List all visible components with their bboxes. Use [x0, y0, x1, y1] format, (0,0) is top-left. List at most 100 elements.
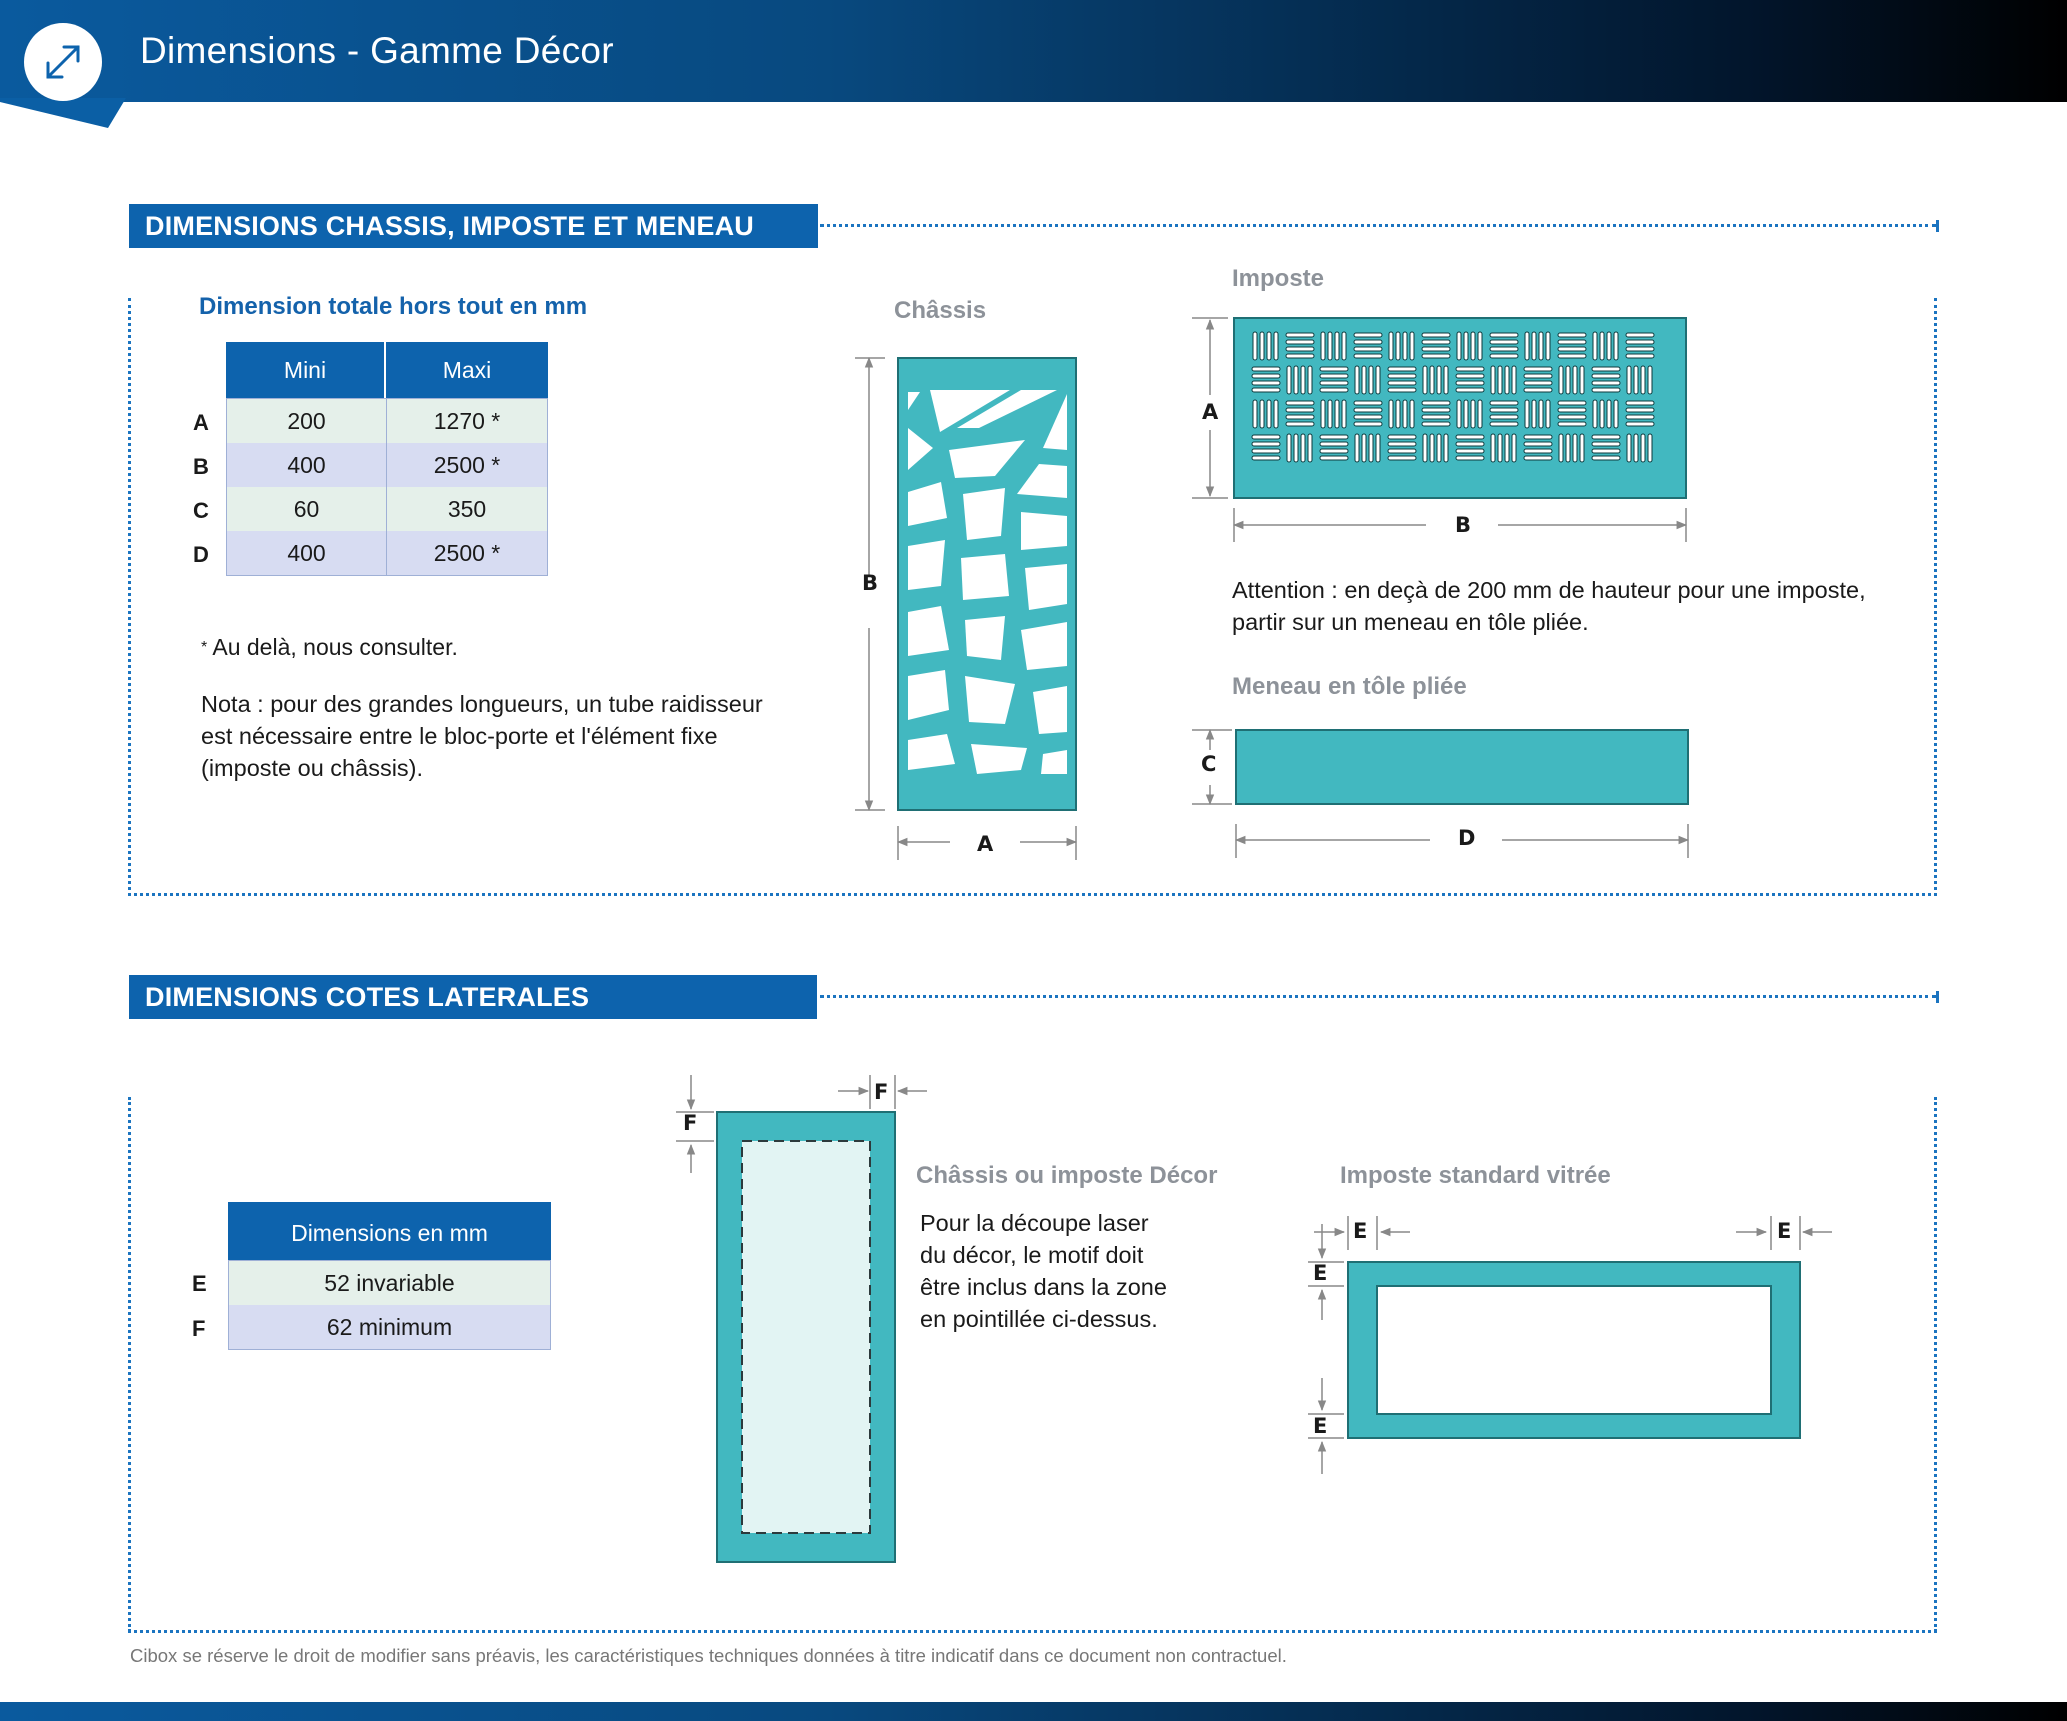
imposte-slot [1592, 331, 1598, 361]
imposte-slot [1319, 387, 1349, 393]
imposte-slot [1497, 365, 1503, 395]
section1-heading-rule [820, 224, 1936, 227]
imposte-slot [1251, 387, 1281, 393]
imposte-slot [1251, 373, 1281, 379]
imposte-slot [1319, 373, 1349, 379]
imposte-slot [1647, 365, 1653, 395]
imposte-slot [1421, 414, 1451, 420]
imposte-slot [1625, 400, 1655, 406]
imposte-slot [1572, 433, 1578, 463]
nota-line: (imposte ou châssis). [201, 755, 424, 781]
imposte-slot [1443, 365, 1449, 395]
imposte-slot [1531, 399, 1537, 429]
table-row: 200 1270 * [227, 399, 547, 443]
imposte-slot [1421, 353, 1451, 359]
imposte-slot [1455, 380, 1485, 386]
imposte-slot [1273, 331, 1279, 361]
section2-rule-end [1936, 991, 1939, 1003]
imposte-slot [1319, 455, 1349, 461]
imposte-slot [1300, 365, 1306, 395]
imposte-slot [1565, 365, 1571, 395]
imposte-slot [1613, 399, 1619, 429]
row-label: E [192, 1271, 207, 1296]
imposte-slot [1489, 332, 1519, 338]
imposte-slot [1455, 373, 1485, 379]
chassis-title: Châssis [894, 297, 987, 324]
row-label: A [193, 410, 209, 435]
imposte-slot [1353, 353, 1383, 359]
table-title: Dimension totale hors tout en mm [199, 293, 588, 320]
imposte-slot [1538, 399, 1544, 429]
section2-heading-rule [820, 995, 1936, 998]
imposte-slot [1524, 331, 1530, 361]
imposte-slot [1285, 421, 1315, 427]
imposte-slot [1591, 448, 1621, 454]
section2-frame-bottom [128, 1630, 1937, 1633]
imposte-slot [1388, 399, 1394, 429]
imposte-slot [1300, 433, 1306, 463]
vitree-title: Imposte standard vitrée [1340, 1162, 1611, 1189]
imposte-slot [1625, 414, 1655, 420]
imposte-slot [1395, 399, 1401, 429]
imposte-slot [1353, 346, 1383, 352]
imposte-slot [1504, 433, 1510, 463]
imposte-slot [1477, 331, 1483, 361]
nota-line: est nécessaire entre le bloc-porte et l'… [201, 723, 718, 749]
decor-text: Pour la découpe laser du décor, le motif… [920, 1207, 1167, 1335]
dim-label: E [1313, 1414, 1328, 1438]
nota-text: Nota : pour des grandes longueurs, un tu… [201, 688, 763, 784]
imposte-slot [1285, 414, 1315, 420]
imposte-slot [1626, 365, 1632, 395]
imposte-slot [1319, 366, 1349, 372]
imposte-slot [1557, 407, 1587, 413]
imposte-slot [1285, 346, 1315, 352]
imposte-slot [1387, 455, 1417, 461]
imposte-slot [1625, 332, 1655, 338]
imposte-slot [1353, 332, 1383, 338]
imposte-slot [1490, 433, 1496, 463]
imposte-slot [1557, 346, 1587, 352]
imposte-slot [1489, 400, 1519, 406]
imposte-slot [1523, 441, 1553, 447]
imposte-slot [1409, 331, 1415, 361]
imposte-slot [1456, 399, 1462, 429]
imposte-slot [1456, 331, 1462, 361]
imposte-slot [1591, 380, 1621, 386]
imposte-slot [1368, 365, 1374, 395]
imposte-slot [1421, 339, 1451, 345]
footer-bar [0, 1702, 2067, 1721]
imposte-slot [1599, 399, 1605, 429]
decor-line: être inclus dans la zone [920, 1274, 1167, 1300]
imposte-slot [1402, 331, 1408, 361]
imposte-slot [1455, 441, 1485, 447]
decor-title: Châssis ou imposte Décor [916, 1162, 1218, 1189]
imposte-slot [1591, 455, 1621, 461]
table-row: 400 2500 * [227, 531, 547, 575]
imposte-slot [1307, 433, 1313, 463]
imposte-slot [1489, 339, 1519, 345]
dim-label: E [1353, 1219, 1368, 1243]
imposte-slot [1354, 365, 1360, 395]
imposte-slot [1625, 353, 1655, 359]
section2-heading: DIMENSIONS COTES LATERALES [129, 975, 817, 1019]
imposte-slot [1388, 331, 1394, 361]
imposte-slot [1455, 387, 1485, 393]
imposte-slot [1266, 399, 1272, 429]
footnote: * Au delà, nous consulter. [201, 631, 458, 664]
imposte-slot [1285, 407, 1315, 413]
imposte-slot [1606, 331, 1612, 361]
imposte-slot [1455, 448, 1485, 454]
imposte-slot [1387, 380, 1417, 386]
lateral-table: Dimensions en mm 52 invariable 62 minimu… [228, 1202, 551, 1350]
vitree-drawing [1308, 1216, 1832, 1474]
imposte-slot [1285, 400, 1315, 406]
imposte-slot [1375, 365, 1381, 395]
imposte-slot [1489, 407, 1519, 413]
imposte-slot [1557, 332, 1587, 338]
imposte-slot [1470, 399, 1476, 429]
imposte-slot [1402, 399, 1408, 429]
decor-line: du décor, le motif doit [920, 1242, 1144, 1268]
imposte-slot [1285, 332, 1315, 338]
header-bar [0, 0, 2067, 102]
imposte-slot [1387, 387, 1417, 393]
